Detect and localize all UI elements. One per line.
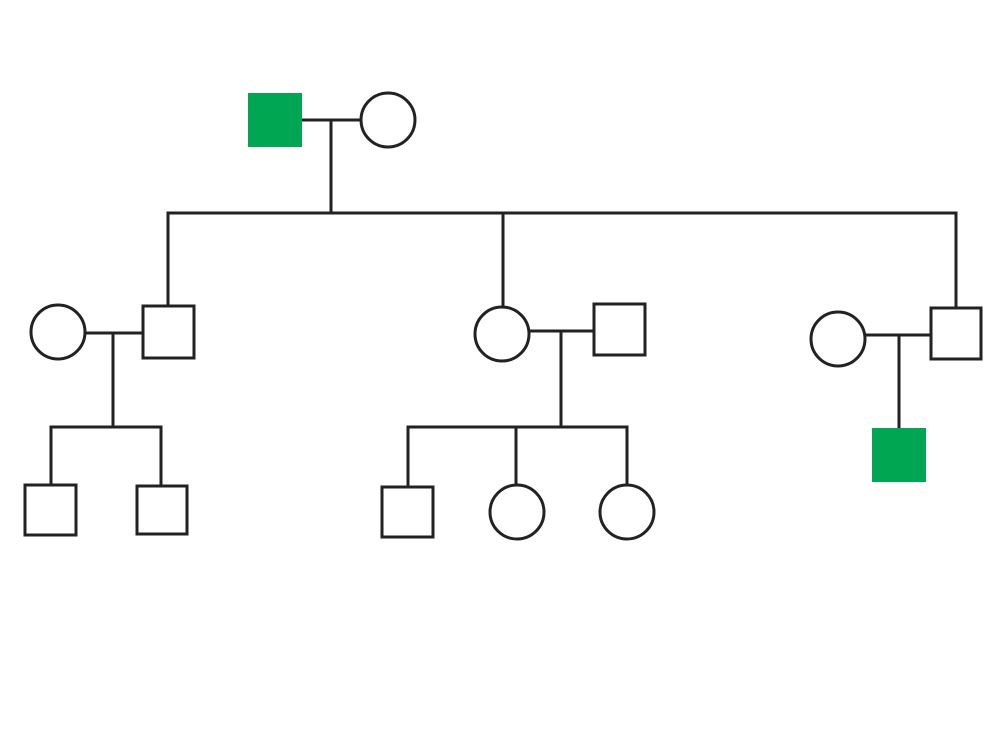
male-gen3-child-2 bbox=[135, 484, 189, 536]
male-gen3-child-1 bbox=[23, 483, 78, 537]
affected-male-gen3-child-6 bbox=[872, 428, 926, 482]
female-gen3-child-4 bbox=[488, 483, 546, 541]
female-spouse-family-1 bbox=[29, 303, 87, 361]
female-gen2-daughter bbox=[473, 305, 531, 363]
female-gen3-child-5 bbox=[598, 483, 656, 541]
pedigree-members bbox=[23, 91, 983, 541]
male-gen2-son-1 bbox=[141, 304, 196, 360]
affected-male-gen1 bbox=[248, 93, 302, 147]
male-gen2-son-2 bbox=[929, 306, 983, 361]
male-gen3-child-3 bbox=[380, 485, 435, 539]
female-gen1 bbox=[359, 91, 417, 149]
male-spouse-family-2 bbox=[592, 302, 647, 357]
pedigree-lines bbox=[49, 118, 958, 489]
female-spouse-family-3 bbox=[809, 310, 867, 368]
